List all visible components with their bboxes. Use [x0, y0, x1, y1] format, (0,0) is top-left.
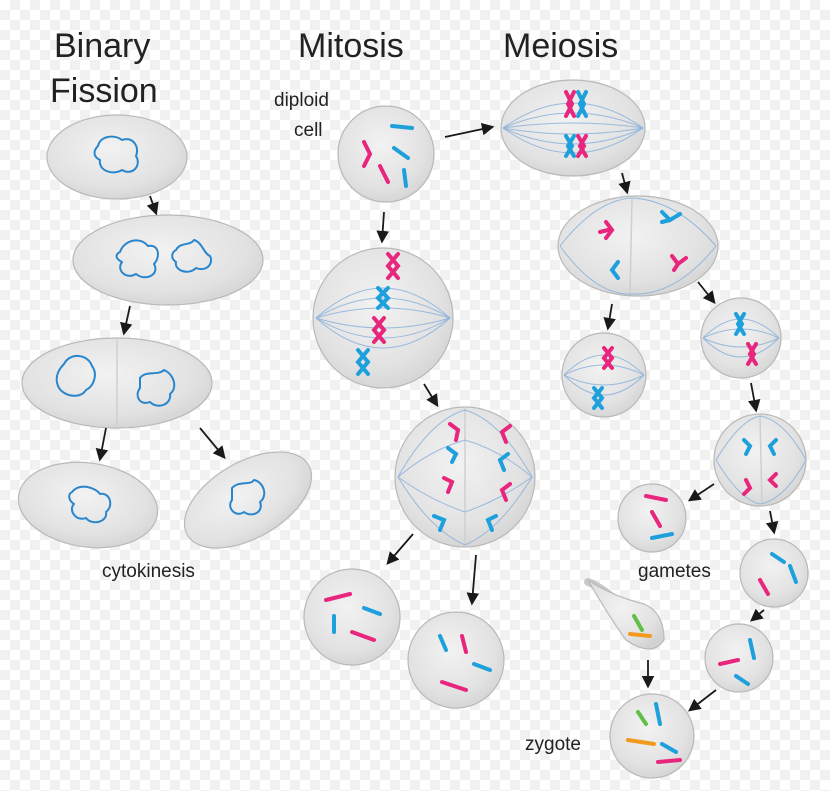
arrow-to-gamete-2 [765, 510, 779, 535]
mitosis-dividing-cell [394, 406, 536, 548]
gametes-label: gametes [638, 561, 711, 582]
arrow-mitosis-2 [423, 383, 439, 408]
binary-fission-title: Binary Fission [50, 27, 158, 110]
arrow-fission-2 [120, 305, 133, 336]
gamete-cell-2 [739, 538, 809, 608]
arrow-diploid-to-meiosis [444, 122, 495, 138]
arrow-meiosis-2a [603, 303, 616, 331]
arrow-meiosis-3 [747, 382, 761, 413]
fission-cell-3 [21, 337, 213, 429]
arrow-mitosis-3b [466, 554, 480, 606]
arrow-mitosis-1 [376, 211, 389, 244]
arrow-mitosis-3a [386, 533, 414, 565]
meiosis-1-dividing-cell [557, 195, 719, 297]
fission-cell-2 [72, 214, 264, 306]
fission-cell-1 [46, 114, 188, 200]
diploid-cell-label: diploid cell [274, 90, 329, 141]
mitosis-title: Mitosis [298, 27, 404, 65]
arrow-fission-3a [95, 427, 109, 462]
svg-text:Fission: Fission [50, 72, 158, 110]
fission-daughter-right [183, 451, 313, 549]
meiosis-2-cell-right [700, 297, 782, 379]
meiosis-title: Meiosis [503, 27, 618, 65]
gamete-cell-1 [617, 483, 687, 553]
meiosis-1-metaphase-cell [500, 79, 646, 177]
arrow-meiosis-2b [697, 281, 716, 304]
cytokinesis-label: cytokinesis [102, 561, 195, 582]
meiosis-2-dividing-cell [713, 413, 807, 507]
arrow-gamete-to-zygote [688, 689, 717, 712]
fission-daughter-left [17, 461, 159, 549]
svg-text:diploid: diploid [274, 90, 329, 111]
mitosis-daughter-left [303, 568, 401, 666]
svg-text:cell: cell [294, 120, 323, 141]
zygote-label: zygote [525, 734, 581, 755]
arrow-meiosis-1 [618, 172, 631, 195]
mitosis-metaphase-cell [312, 247, 454, 389]
sperm-cell [584, 578, 665, 650]
arrow-to-gamete-3 [750, 608, 765, 622]
gamete-cell-3 [704, 623, 774, 693]
meiosis-2-cell-left [561, 332, 647, 418]
mitosis-daughter-right [407, 611, 505, 709]
arrow-to-gamete-1 [687, 483, 715, 502]
zygote-cell [609, 693, 695, 779]
svg-text:Binary: Binary [54, 27, 150, 65]
arrow-fission-3b [199, 427, 226, 459]
mitosis-diploid-cell [337, 105, 435, 203]
arrow-fission-1 [146, 195, 159, 216]
